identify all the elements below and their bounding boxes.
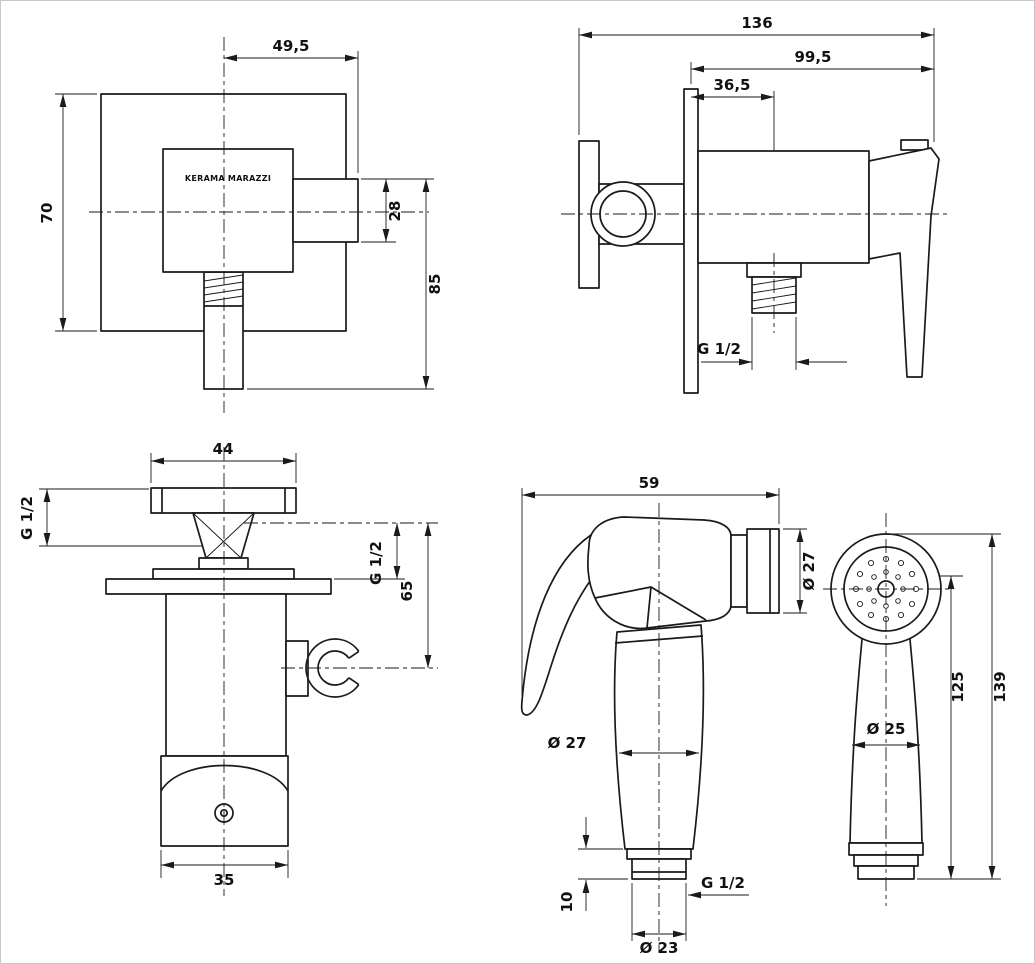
trigger <box>520 534 594 716</box>
dim-outlet-thread: G 1/2 <box>334 523 405 585</box>
handle-lever <box>292 178 359 243</box>
nozzle-ring <box>730 534 748 608</box>
dim-thread: G 1/2 <box>688 874 749 899</box>
dim-cup-width: 35 <box>160 850 289 889</box>
wall-plate-edge <box>683 88 699 394</box>
dim-partial-height: 125 <box>940 575 967 879</box>
dim-body-diameter: Ø 25 <box>852 720 920 749</box>
wall-plate <box>105 578 332 595</box>
dim-outlet-thread: G 1/2 <box>697 317 847 370</box>
dim-label: G 1/2 <box>701 874 745 892</box>
centerlines <box>223 447 438 896</box>
dim-label: 136 <box>741 14 772 32</box>
holder-view: 44 G 1/2 G 1/2 65 35 <box>18 440 438 896</box>
dim-label: 10 <box>558 892 576 913</box>
dim-label: 65 <box>398 581 416 602</box>
sprayer-side-view: 59 Ø 27 Ø 27 10 G 1/2 Ø 23 <box>520 474 818 957</box>
brand-label: KERAMA MARAZZI <box>185 174 271 183</box>
bracket-ring <box>305 638 360 698</box>
handle-bar <box>150 487 297 514</box>
sprayer-head <box>587 516 732 630</box>
bracket-arm <box>285 640 309 697</box>
cup <box>160 755 289 847</box>
dim-width: 49,5 <box>224 37 359 173</box>
dim-label: 99,5 <box>794 48 831 66</box>
dim-label: G 1/2 <box>18 496 36 540</box>
dim-label: Ø 27 <box>548 734 587 752</box>
dim-body-diameter: Ø 27 <box>548 734 699 757</box>
holder-body <box>165 593 287 757</box>
handle-knob <box>162 148 294 273</box>
mixer-front-view: KERAMA MARAZZI 49,5 70 28 85 <box>38 37 444 413</box>
dim-label: 28 <box>386 201 404 222</box>
dim-label: 49,5 <box>272 37 309 55</box>
dim-label: 35 <box>214 871 235 889</box>
nozzle-cap <box>746 528 780 614</box>
dim-label: 125 <box>949 671 967 702</box>
thread-hatch <box>203 274 244 303</box>
handle-neck <box>198 557 249 570</box>
centerlines <box>89 37 429 413</box>
collar-step <box>152 568 295 580</box>
mixer-body <box>697 150 870 264</box>
handle-lever <box>868 147 940 378</box>
dim-label: 70 <box>38 203 56 224</box>
dim-label: Ø 23 <box>640 939 679 957</box>
dim-label: G 1/2 <box>367 541 385 585</box>
head-seams <box>594 586 707 629</box>
centerlines <box>823 513 949 906</box>
dim-bottom-diameter: Ø 23 <box>631 883 687 957</box>
mixer-side-view: 136 99,5 36,5 G 1/2 <box>561 14 951 394</box>
dim-label: 85 <box>426 274 444 295</box>
dim-total-length: 136 <box>578 14 935 142</box>
dim-label: 36,5 <box>713 76 750 94</box>
sprayer-front-view: Ø 25 125 139 <box>823 513 1009 906</box>
dim-label: Ø 25 <box>867 720 906 738</box>
dim-plate-height: 70 <box>38 93 97 332</box>
dim-label: 139 <box>991 671 1009 702</box>
handle-cap <box>900 139 929 151</box>
dim-fitting-height: 10 <box>558 817 628 912</box>
dim-label: 59 <box>639 474 660 492</box>
dim-label: Ø 27 <box>800 552 818 591</box>
dim-body-length: 99,5 <box>690 48 934 84</box>
dim-height: 65 <box>398 523 432 668</box>
dim-length: 59 <box>521 474 780 696</box>
dim-label: G 1/2 <box>697 340 741 358</box>
dim-handle-width: 44 <box>150 440 297 483</box>
centerlines <box>561 213 951 333</box>
dim-outlet-offset: 36,5 <box>691 76 775 151</box>
dim-total-height: 85 <box>247 179 444 390</box>
dim-spout-height: 28 <box>361 178 434 243</box>
handle-cone <box>192 512 255 559</box>
dim-inlet-thread: G 1/2 <box>18 488 203 547</box>
dim-label: 44 <box>213 440 234 458</box>
dim-head-diameter: Ø 27 <box>783 528 818 614</box>
dim-total-height: 139 <box>891 533 1009 880</box>
